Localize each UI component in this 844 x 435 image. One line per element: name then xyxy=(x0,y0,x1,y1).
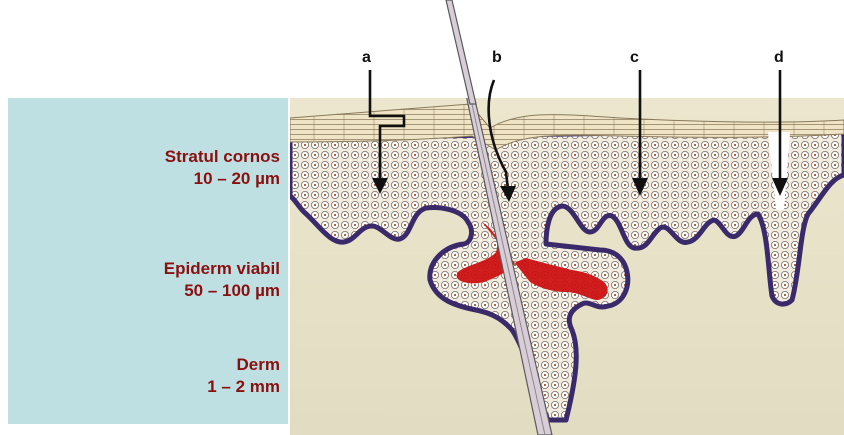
route-label-b: b xyxy=(492,49,502,66)
hair-shaft-above-skin xyxy=(446,0,476,104)
route-label-d: d xyxy=(774,49,784,66)
route-label-c: c xyxy=(630,49,639,66)
route-label-a: a xyxy=(362,49,371,66)
